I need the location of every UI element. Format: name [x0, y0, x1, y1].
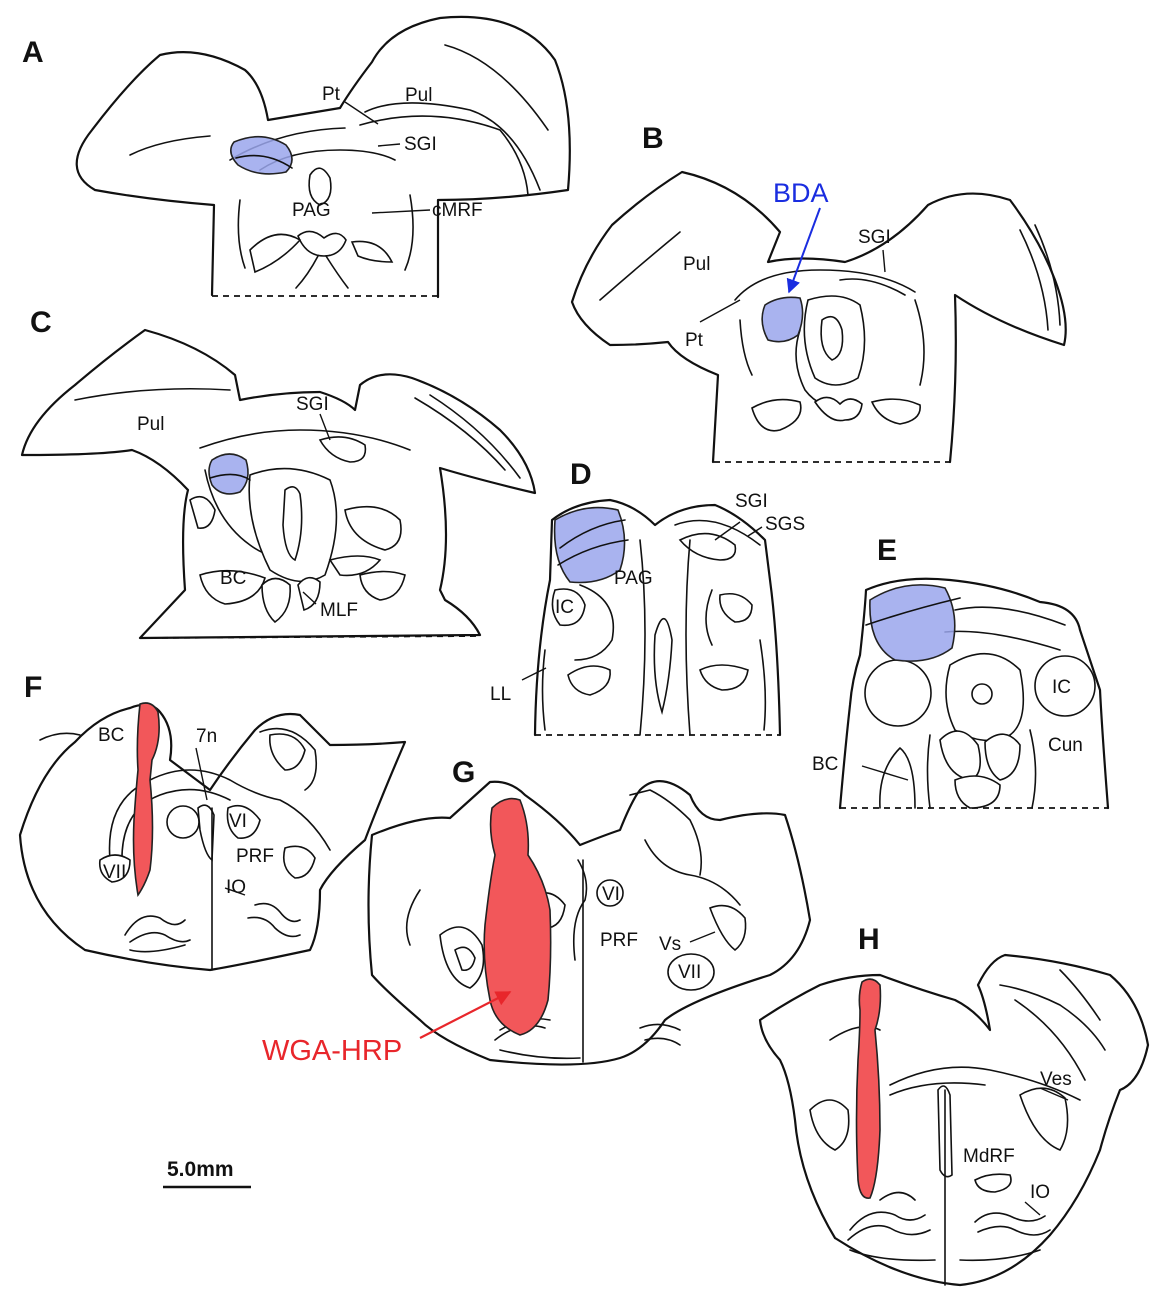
- label-7n-f: 7n: [196, 726, 217, 747]
- label-io-f: IO: [226, 877, 246, 898]
- panel-label-d: D: [570, 458, 592, 491]
- label-bda: BDA: [773, 178, 829, 208]
- scale-bar: 5.0mm: [163, 1158, 251, 1189]
- panel-label-c: C: [30, 306, 52, 339]
- panel-label-h: H: [858, 923, 880, 956]
- bda-injection-e: [869, 584, 956, 662]
- label-wga-hrp: WGA-HRP: [262, 1035, 402, 1067]
- bda-arrow: [786, 207, 821, 294]
- bda-injection-b: [761, 296, 804, 343]
- label-io-h: IO: [1030, 1182, 1050, 1203]
- label-pul-b: Pul: [683, 254, 710, 275]
- section-a: A Pt Pul SGI PAG cMRF: [22, 15, 571, 299]
- section-c: C SGI Pul BC MLF: [20, 306, 537, 640]
- section-h: H Ves MdRF IO: [758, 923, 1150, 1287]
- label-bc-c: BC: [220, 568, 246, 589]
- label-pag-d: PAG: [614, 568, 653, 589]
- label-sgi-c: SGI: [296, 394, 329, 415]
- wga-injection-h: [855, 978, 882, 1199]
- label-pt-b: Pt: [685, 330, 704, 351]
- label-sgi-d: SGI: [735, 491, 768, 512]
- section-a-outline: [75, 15, 571, 299]
- label-bc-f: BC: [98, 725, 124, 746]
- bda-injection-d: [553, 506, 626, 584]
- label-sgi-b: SGI: [858, 227, 891, 248]
- label-ic-e: IC: [1052, 677, 1071, 698]
- label-pul-a: Pul: [405, 85, 432, 106]
- label-vi-f: VI: [229, 811, 247, 832]
- wga-injection-f: [132, 702, 160, 898]
- label-prf-f: PRF: [236, 846, 274, 867]
- section-d: D SGI SGS PAG IC LL: [490, 458, 805, 737]
- label-vi-g: VI: [602, 884, 620, 905]
- panel-label-b: B: [642, 122, 664, 155]
- label-pul-c: Pul: [137, 414, 164, 435]
- label-cmrf-a: cMRF: [432, 200, 483, 221]
- label-bc-e: BC: [812, 754, 838, 775]
- label-sgi-a: SGI: [404, 134, 437, 155]
- section-e: E IC Cun BC: [812, 534, 1110, 810]
- label-pt-a: Pt: [322, 84, 341, 105]
- label-vii-g: VII: [678, 962, 701, 983]
- label-pag-a: PAG: [292, 200, 331, 221]
- section-h-outline: [758, 953, 1150, 1287]
- scale-bar-label: 5.0mm: [167, 1158, 234, 1181]
- label-sgs-d: SGS: [765, 514, 805, 535]
- wga-arrow: [419, 991, 512, 1039]
- wga-injection-g: [483, 797, 552, 1036]
- panel-label-a: A: [22, 36, 44, 69]
- label-ic-d: IC: [555, 597, 574, 618]
- label-ll-d: LL: [490, 684, 511, 705]
- panel-label-g: G: [452, 756, 475, 789]
- label-cun-e: Cun: [1048, 735, 1083, 756]
- label-prf-g: PRF: [600, 930, 638, 951]
- label-mdrf-h: MdRF: [963, 1146, 1015, 1167]
- section-g-outline: [367, 780, 812, 1066]
- section-b: B BDA SGI Pul Pt: [570, 122, 1067, 464]
- label-vii-f: VII: [103, 862, 126, 883]
- label-vs-g: Vs: [659, 934, 681, 955]
- section-f: F BC 7n VI PRF VII IO: [18, 671, 407, 972]
- panel-label-f: F: [24, 671, 42, 704]
- section-g: G VI PRF Vs VII WGA-HRP: [262, 756, 812, 1067]
- label-mlf-c: MLF: [320, 600, 358, 621]
- section-c-cut: [139, 635, 481, 639]
- panel-label-e: E: [877, 534, 897, 567]
- label-ves-h: Ves: [1040, 1069, 1072, 1090]
